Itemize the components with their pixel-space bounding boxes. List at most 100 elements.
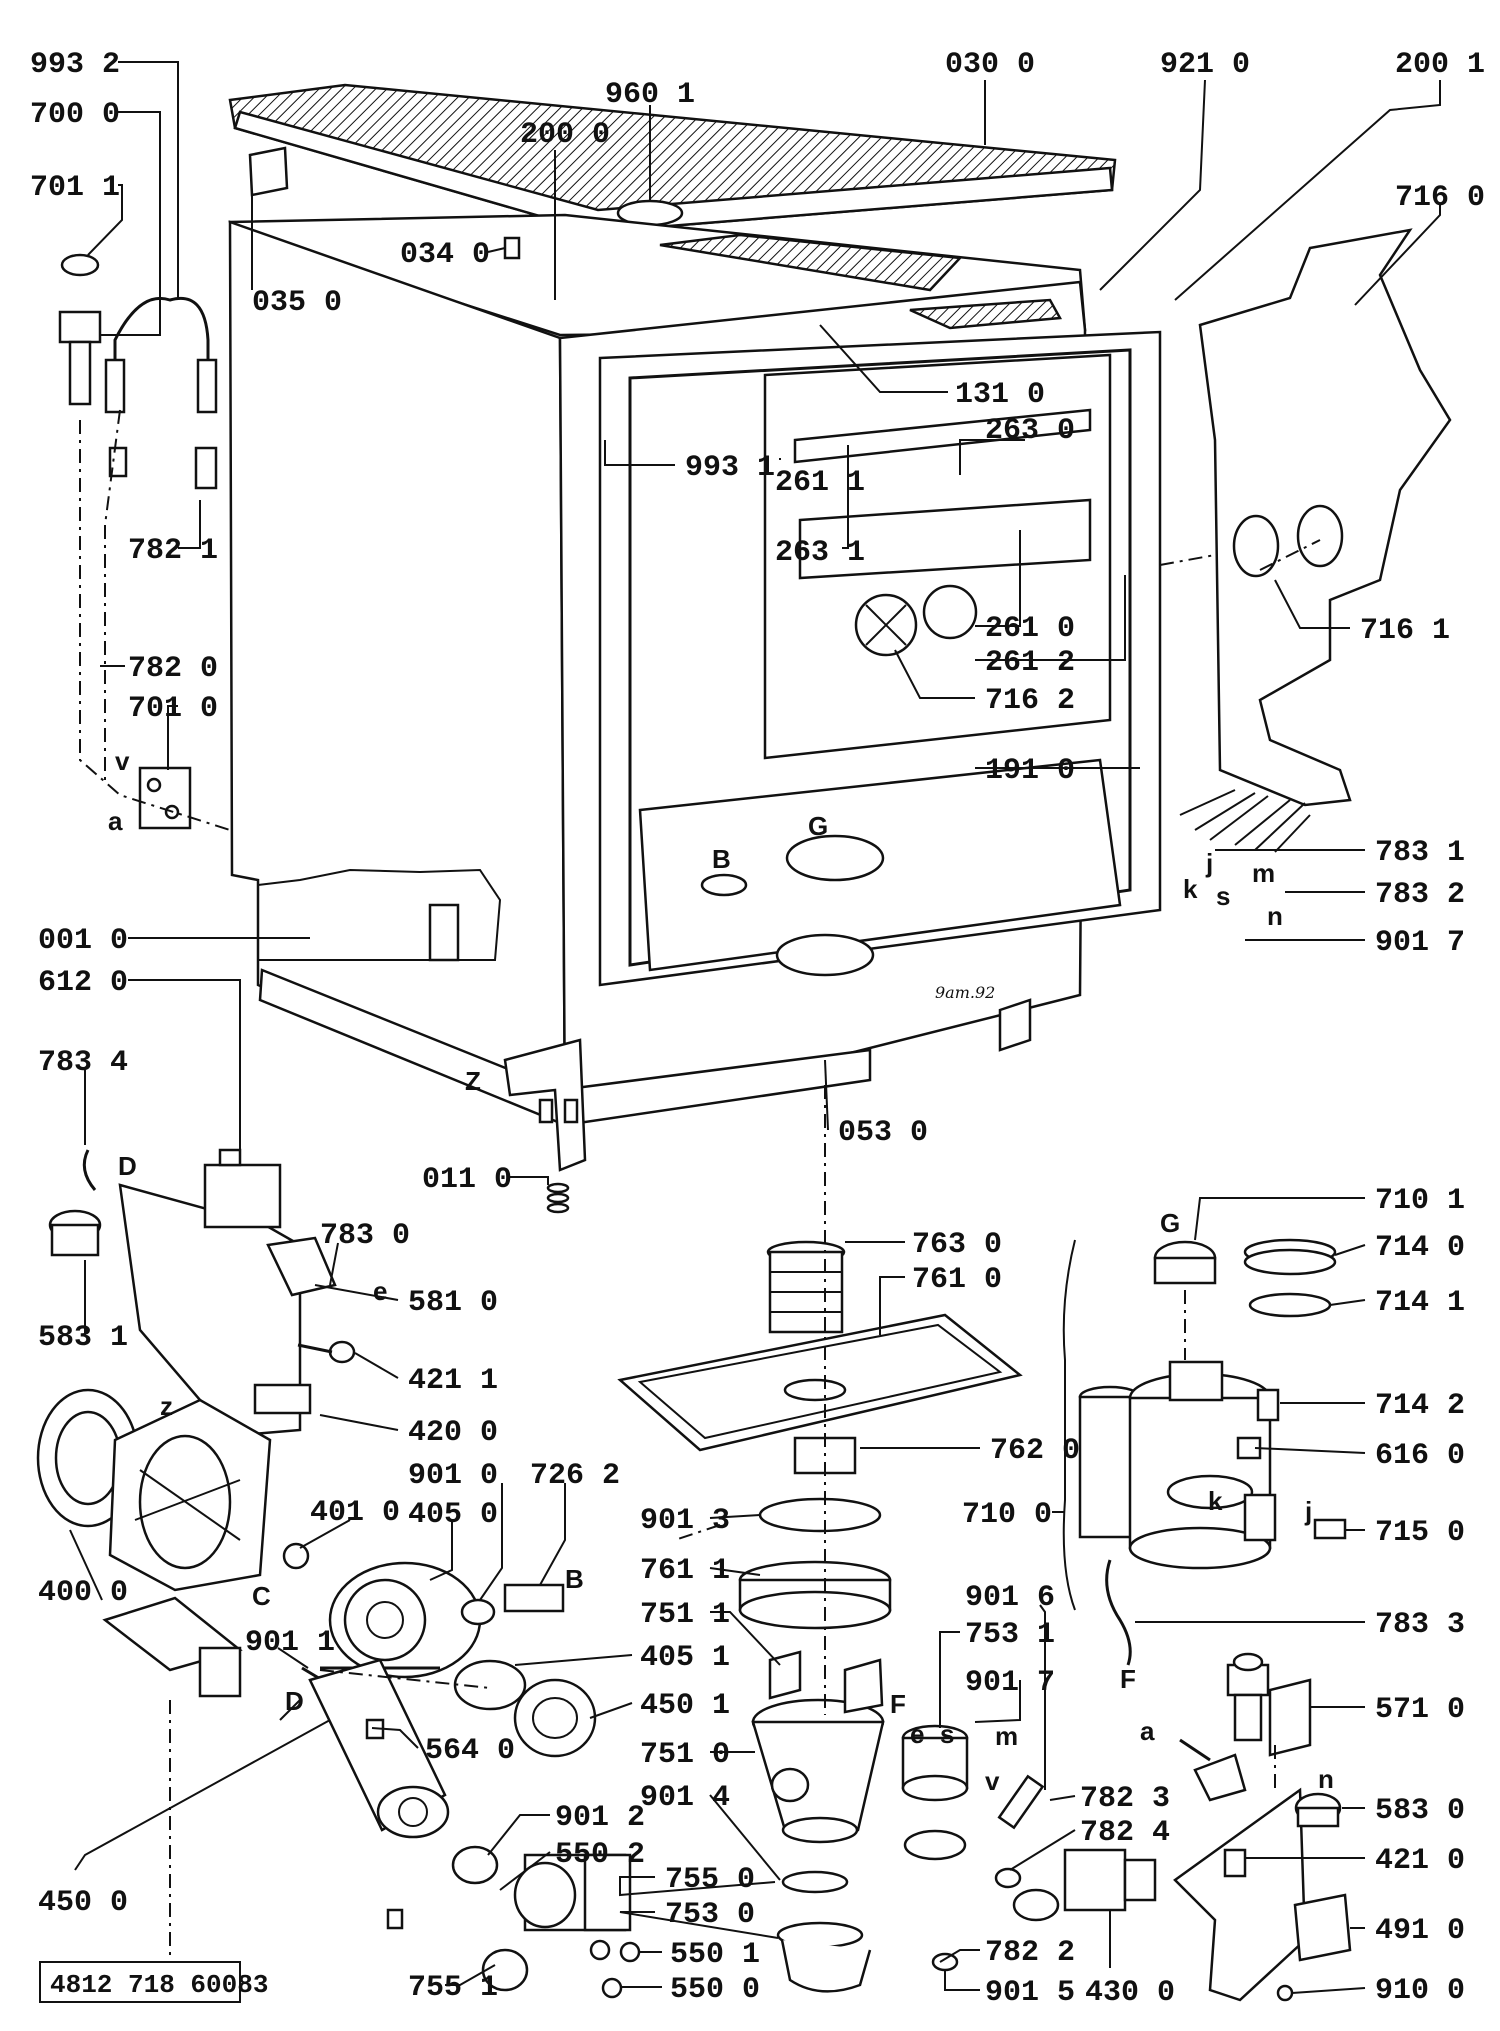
- reference-number: 4812 718 60083: [50, 1970, 268, 2000]
- part-label-p7823: 782 3: [1080, 1782, 1170, 1816]
- assembly-axes: [169, 539, 1321, 2000]
- letter-marker-l-j1: j: [1205, 848, 1213, 878]
- letter-marker-l-G1: G: [808, 811, 828, 841]
- part-label-p7511: 751 1: [640, 1598, 730, 1632]
- letter-marker-l-j2: j: [1304, 1496, 1312, 1526]
- part-label-p7824: 782 4: [1080, 1816, 1170, 1850]
- part-label-p9010: 901 0: [408, 1459, 498, 1493]
- part-label-p4050: 405 0: [408, 1498, 498, 1532]
- part-label-p7610: 761 0: [912, 1263, 1002, 1297]
- part-label-p7531: 753 1: [965, 1618, 1055, 1652]
- letter-marker-l-B1: B: [712, 844, 731, 874]
- part-label-p5810: 581 0: [408, 1286, 498, 1320]
- letter-marker-l-Z1: Z: [465, 1066, 481, 1096]
- part-label-p7140: 714 0: [1375, 1231, 1465, 1265]
- letter-marker-l-e2: e: [910, 1719, 924, 1749]
- part-label-p9100: 910 0: [1375, 1974, 1465, 2008]
- part-label-p9931: 993 1: [685, 451, 775, 485]
- part-label-p7630: 763 0: [912, 1228, 1002, 1262]
- part-label-p5831: 583 1: [38, 1321, 128, 1355]
- part-label-p4051: 405 1: [640, 1641, 730, 1675]
- part-label-p5640: 564 0: [425, 1734, 515, 1768]
- part-label-p7101: 710 1: [1375, 1184, 1465, 1218]
- letter-marker-l-k2: k: [1208, 1486, 1223, 1516]
- part-label-p9016: 901 6: [965, 1581, 1055, 1615]
- letter-marker-l-k1: k: [1183, 874, 1198, 904]
- part-label-p0350: 035 0: [252, 286, 342, 320]
- letter-marker-l-v2: v: [985, 1766, 1000, 1796]
- part-label-p7530: 753 0: [665, 1898, 755, 1932]
- foot-screw: [546, 1182, 570, 1214]
- part-label-p1310: 131 0: [955, 378, 1045, 412]
- part-label-p2631: 263 1: [775, 536, 865, 570]
- part-label-p7510: 751 0: [640, 1738, 730, 1772]
- part-label-p7832: 783 2: [1375, 878, 1465, 912]
- letter-marker-l-a1: a: [108, 806, 123, 836]
- letter-marker-l-n1: n: [1267, 901, 1283, 931]
- letter-marker-l-D1: D: [118, 1151, 137, 1181]
- leader-lines: [69, 61, 1441, 1994]
- letter-marker-l-e1: e: [373, 1276, 387, 1306]
- part-label-p1910: 191 0: [985, 754, 1075, 788]
- letter-marker-l-s2: s: [940, 1719, 954, 1749]
- part-label-p7831: 783 1: [1375, 836, 1465, 870]
- part-label-p7620: 762 0: [990, 1434, 1080, 1468]
- part-label-p5500: 550 0: [670, 1973, 760, 2007]
- part-label-p0340: 034 0: [400, 238, 490, 272]
- part-label-p7161: 716 1: [1360, 614, 1450, 648]
- letter-marker-l-F2: F: [1120, 1664, 1136, 1694]
- part-label-p7142: 714 2: [1375, 1389, 1465, 1423]
- reference-number-box: 4812 718 60083: [39, 1961, 268, 2003]
- letter-marker-l-z2: z: [160, 1391, 173, 1421]
- part-label-p0110: 011 0: [422, 1163, 512, 1197]
- part-label-p2612: 261 2: [985, 646, 1075, 680]
- part-label-p9601: 960 1: [605, 78, 695, 112]
- part-label-p7162: 716 2: [985, 684, 1075, 718]
- part-label-p0530: 053 0: [838, 1116, 928, 1150]
- part-label-p9210: 921 0: [1160, 48, 1250, 82]
- part-label-p7551: 755 1: [408, 1971, 498, 2005]
- side-insulation-panel: [1179, 228, 1452, 853]
- left-upper-parts: [58, 253, 231, 831]
- letter-marker-l-D2: D: [285, 1686, 304, 1716]
- part-label-p7010: 701 0: [128, 692, 218, 726]
- part-label-p7100: 710 0: [962, 1498, 1052, 1532]
- part-label-p0300: 030 0: [945, 48, 1035, 82]
- part-label-p4200: 420 0: [408, 1416, 498, 1450]
- lower-right-parts: [931, 1652, 1352, 2002]
- part-label-p6120: 612 0: [38, 966, 128, 1000]
- letter-marker-l-v1: v: [115, 746, 130, 776]
- part-label-p7011: 701 1: [30, 171, 120, 205]
- part-label-p7141: 714 1: [1375, 1286, 1465, 1320]
- part-label-p7150: 715 0: [1375, 1516, 1465, 1550]
- part-label-p7834: 783 4: [38, 1046, 128, 1080]
- part-label-p7822: 782 2: [985, 1936, 1075, 1970]
- part-label-p9017b: 901 7: [965, 1666, 1055, 1700]
- part-label-p4000: 400 0: [38, 1576, 128, 1610]
- letter-marker-l-n2: n: [1318, 1764, 1334, 1794]
- part-label-p2611: 261 1: [775, 466, 865, 500]
- part-label-p4210: 421 0: [1375, 1844, 1465, 1878]
- part-label-p5830: 583 0: [1375, 1794, 1465, 1828]
- letter-marker-l-G2: G: [1160, 1208, 1180, 1238]
- part-label-p2610: 261 0: [985, 612, 1075, 646]
- part-label-p5501: 550 1: [670, 1938, 760, 1972]
- part-label-p7833: 783 3: [1375, 1608, 1465, 1642]
- handwritten-date-note: 9am.92: [935, 983, 995, 1002]
- part-label-p9013: 901 3: [640, 1504, 730, 1538]
- part-label-p4910: 491 0: [1375, 1914, 1465, 1948]
- part-label-p9011: 901 1: [245, 1626, 335, 1660]
- part-label-p2001: 200 1: [1395, 48, 1485, 82]
- part-label-p4010: 401 0: [310, 1496, 400, 1530]
- part-label-p9012: 901 2: [555, 1801, 645, 1835]
- part-label-p2000: 200 0: [520, 118, 610, 152]
- letter-marker-l-s1: s: [1216, 881, 1230, 911]
- part-label-p7611: 761 1: [640, 1554, 730, 1588]
- cabinet-body: 9am.92: [228, 146, 1162, 1214]
- part-label-p9014: 901 4: [640, 1781, 730, 1815]
- part-label-p6160: 616 0: [1375, 1439, 1465, 1473]
